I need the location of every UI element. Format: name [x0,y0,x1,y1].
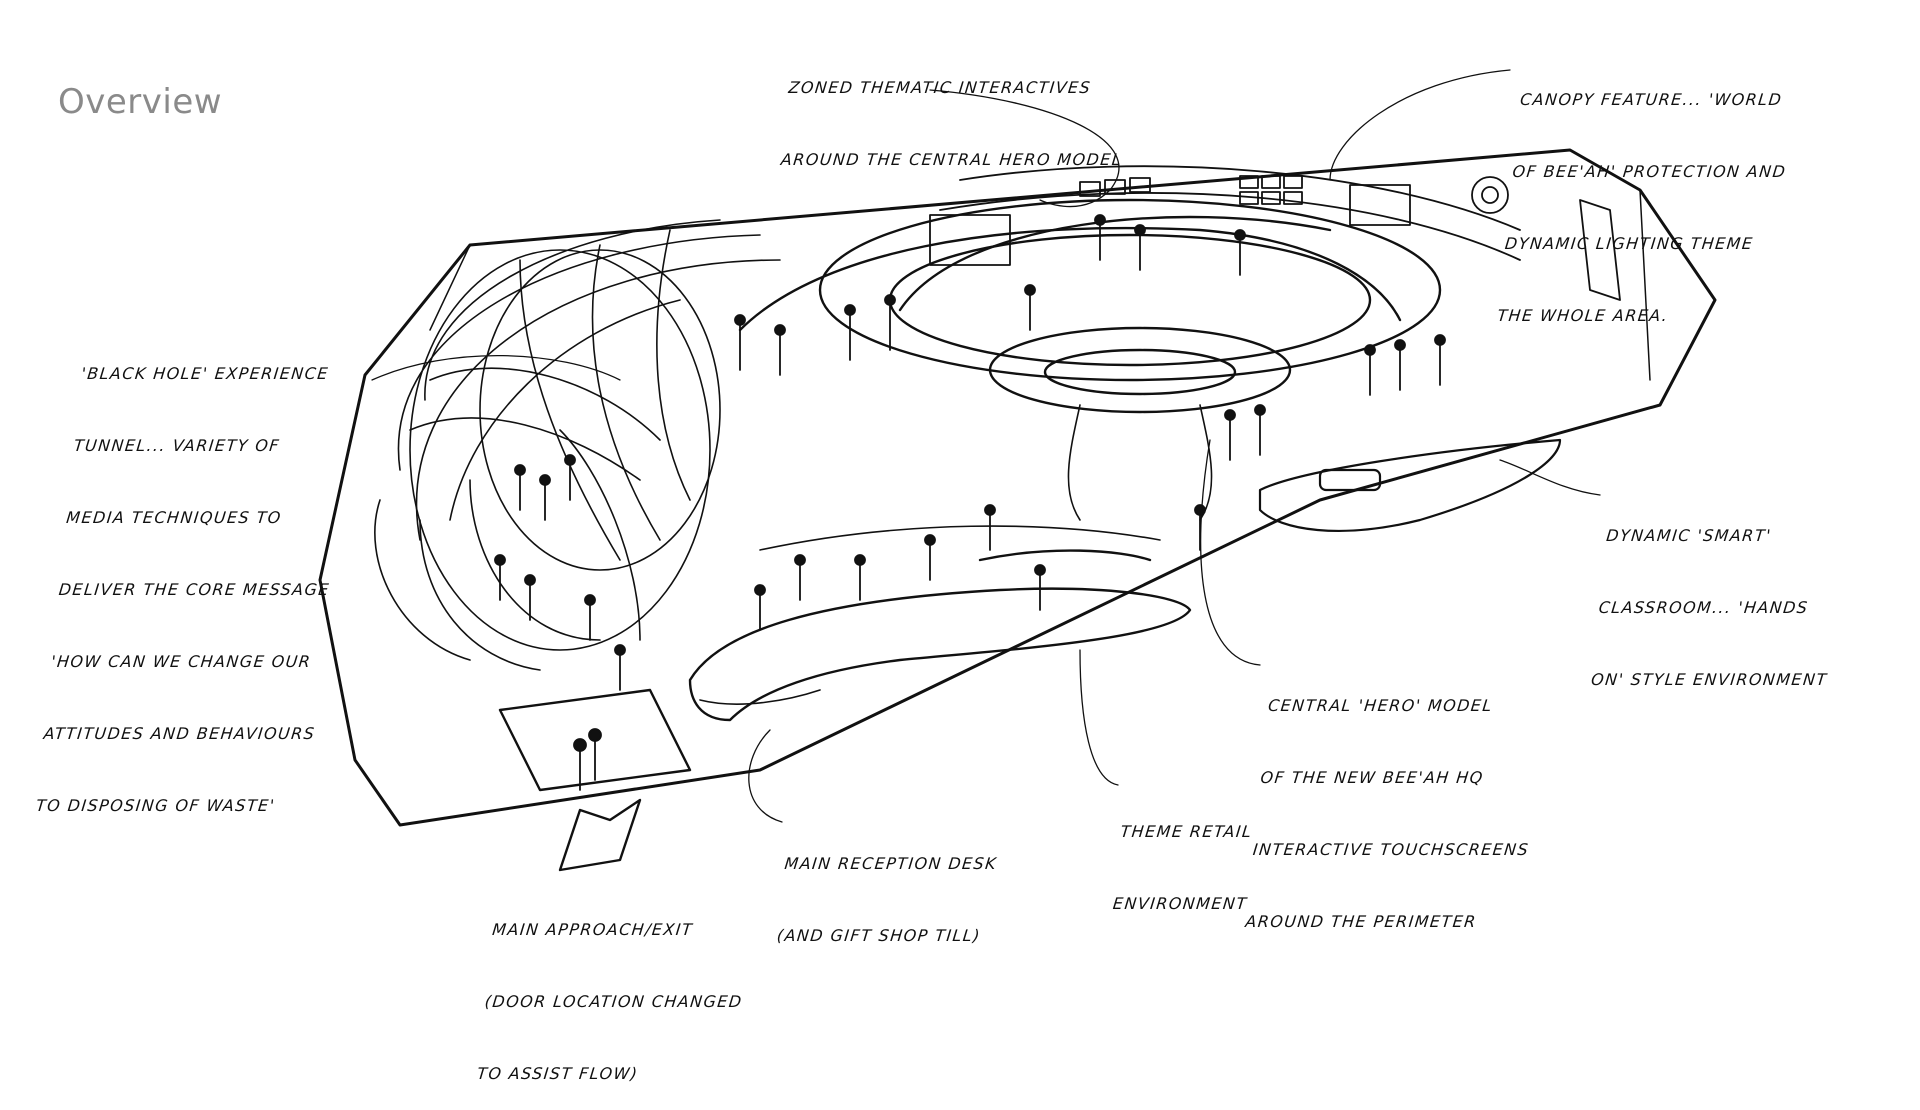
annotation-line: THEME RETAIL [1119,822,1254,841]
page-title: Overview [58,82,223,122]
entrance-doorway [498,688,692,872]
annotation-line: OF BEE'AH' PROTECTION AND [1511,162,1788,181]
smart-classroom [1258,438,1562,532]
annotation-line: TUNNEL... VARIETY OF [72,436,281,455]
annotation-line: INTERACTIVE TOUCHSCREENS [1252,840,1531,859]
annotation-line: 'BLACK HOLE' EXPERIENCE [80,364,330,383]
annotation-line: AROUND THE PERIMETER [1244,912,1478,931]
annotation-line: MAIN RECEPTION DESK [783,854,999,873]
annotation-black-hole-tunnel: 'BLACK HOLE' EXPERIENCE TUNNEL... VARIET… [32,314,359,842]
annotation-line: OF THE NEW BEE'AH HQ [1259,768,1485,787]
central-hero-model [738,198,1442,521]
annotation-line: ATTITUDES AND BEHAVIOURS [42,724,317,743]
annotation-zoned-interactives: ZONED THEMATIC INTERACTIVES AROUND THE C… [777,28,1136,196]
annotation-main-approach: MAIN APPROACH/EXIT (DOOR LOCATION CHANGE… [473,870,756,1110]
annotation-line: TO DISPOSING OF WASTE' [35,796,277,815]
annotation-line: ON' STYLE ENVIRONMENT [1590,670,1829,689]
annotation-line: 'HOW CAN WE CHANGE OUR [50,652,313,671]
annotation-theme-retail: THEME RETAIL ENVIRONMENT [1109,772,1261,940]
annotation-line: CENTRAL 'HERO' MODEL [1267,696,1494,715]
reception-and-retail [688,525,1192,722]
annotation-smart-classroom: DYNAMIC 'SMART' CLASSROOM... 'HANDS ON' … [1587,476,1849,716]
annotation-line: THE WHOLE AREA. [1496,306,1670,325]
annotation-line: CANOPY FEATURE... 'WORLD [1519,90,1784,109]
annotation-reception-desk: MAIN RECEPTION DESK (AND GIFT SHOP TILL) [773,804,1003,972]
annotation-line: MEDIA TECHNIQUES TO [65,508,283,527]
annotation-line: (AND GIFT SHOP TILL) [776,926,982,945]
canopy-and-screens [929,165,1621,301]
annotation-line: (DOOR LOCATION CHANGED [483,992,744,1011]
annotation-line: DYNAMIC 'SMART' [1605,526,1773,545]
exhibition-sketch [318,69,1717,872]
annotation-line: MAIN APPROACH/EXIT [491,920,695,939]
annotation-line: CLASSROOM... 'HANDS [1597,598,1810,617]
annotation-line: DELIVER THE CORE MESSAGE [57,580,331,599]
annotation-leaders [371,69,1601,823]
annotation-line: ZONED THEMATIC INTERACTIVES [787,78,1093,97]
annotation-line: DYNAMIC LIGHTING THEME [1504,234,1755,253]
annotation-hero-model: CENTRAL 'HERO' MODEL OF THE NEW BEE'AH H… [1242,646,1551,958]
black-hole-tunnel [374,219,781,671]
annotation-line: TO ASSIST FLOW) [476,1064,640,1083]
annotation-canopy-feature: CANOPY FEATURE... 'WORLD OF BEE'AH' PROT… [1494,40,1801,352]
room-outline [318,148,1717,827]
annotation-line: ENVIRONMENT [1112,894,1249,913]
annotation-line: AROUND THE CENTRAL HERO MODEL [780,150,1124,169]
